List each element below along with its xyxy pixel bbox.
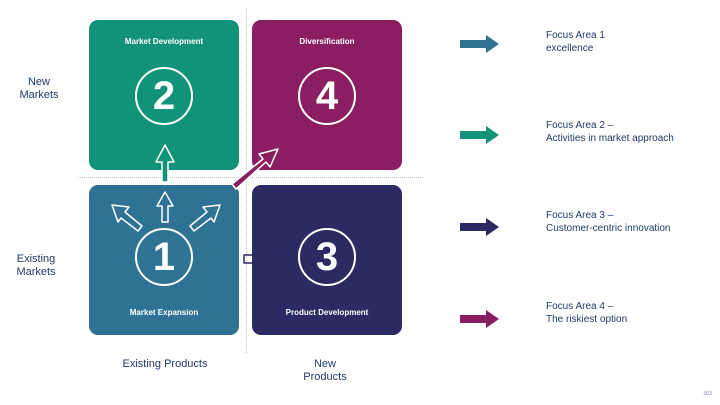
quadrant-title: Diversification xyxy=(299,37,355,46)
focus-area-2-title: Focus Area 2 – xyxy=(546,120,614,131)
focus-area-1-title: Focus Area 1 xyxy=(546,30,605,41)
quadrant-number-badge: 2 xyxy=(135,67,193,125)
arrow-to-product-development-icon xyxy=(243,248,285,270)
y-axis-label-existing-markets: Existing Markets xyxy=(16,253,56,278)
outline-arrow-upleft-icon xyxy=(111,204,143,232)
focus-area-2-desc: Activities in market approach xyxy=(546,133,674,144)
y-axis-label-new-markets: New Markets xyxy=(19,76,59,101)
focus-arrow-2-icon xyxy=(460,126,499,144)
outline-arrow-up-icon xyxy=(156,191,174,223)
focus-arrow-1-icon xyxy=(460,35,499,53)
focus-area-3: Focus Area 3 – Customer-centric innovati… xyxy=(546,209,671,235)
quadrant-market-development: Market Development 2 xyxy=(89,20,239,170)
outline-arrow-upright-icon xyxy=(189,204,221,232)
focus-area-2: Focus Area 2 – Activities in market appr… xyxy=(546,119,674,145)
arrow-to-market-development-icon xyxy=(155,144,175,183)
quadrant-title: Market Expansion xyxy=(129,308,199,317)
quadrant-number-badge: 4 xyxy=(298,67,356,125)
focus-area-3-title: Focus Area 3 – xyxy=(546,210,614,221)
arrow-to-diversification-icon xyxy=(231,148,279,190)
quadrant-diversification: Diversification 4 xyxy=(252,20,402,170)
focus-area-4-desc: The riskiest option xyxy=(546,314,628,325)
focus-area-1-desc: excellence xyxy=(546,43,594,54)
x-axis-label-existing-products: Existing Products xyxy=(122,358,208,370)
focus-area-4-title: Focus Area 4 – xyxy=(546,301,614,312)
quadrant-number-badge: 3 xyxy=(298,228,356,286)
quadrant-title: Product Development xyxy=(285,308,369,317)
quadrant-product-development: 3 Product Development xyxy=(252,185,402,335)
focus-area-3-desc: Customer-centric innovation xyxy=(546,223,671,234)
focus-arrow-3-icon xyxy=(460,218,499,236)
quadrant-number-badge: 1 xyxy=(135,228,193,286)
horizontal-divider xyxy=(78,177,423,178)
page-mark: 003 xyxy=(703,391,712,397)
x-axis-label-new-products: New Products xyxy=(303,358,347,383)
focus-area-1: Focus Area 1 excellence xyxy=(546,29,605,55)
focus-area-4: Focus Area 4 – The riskiest option xyxy=(546,300,627,326)
quadrant-title: Market Development xyxy=(124,37,204,46)
focus-arrow-4-icon xyxy=(460,310,499,328)
